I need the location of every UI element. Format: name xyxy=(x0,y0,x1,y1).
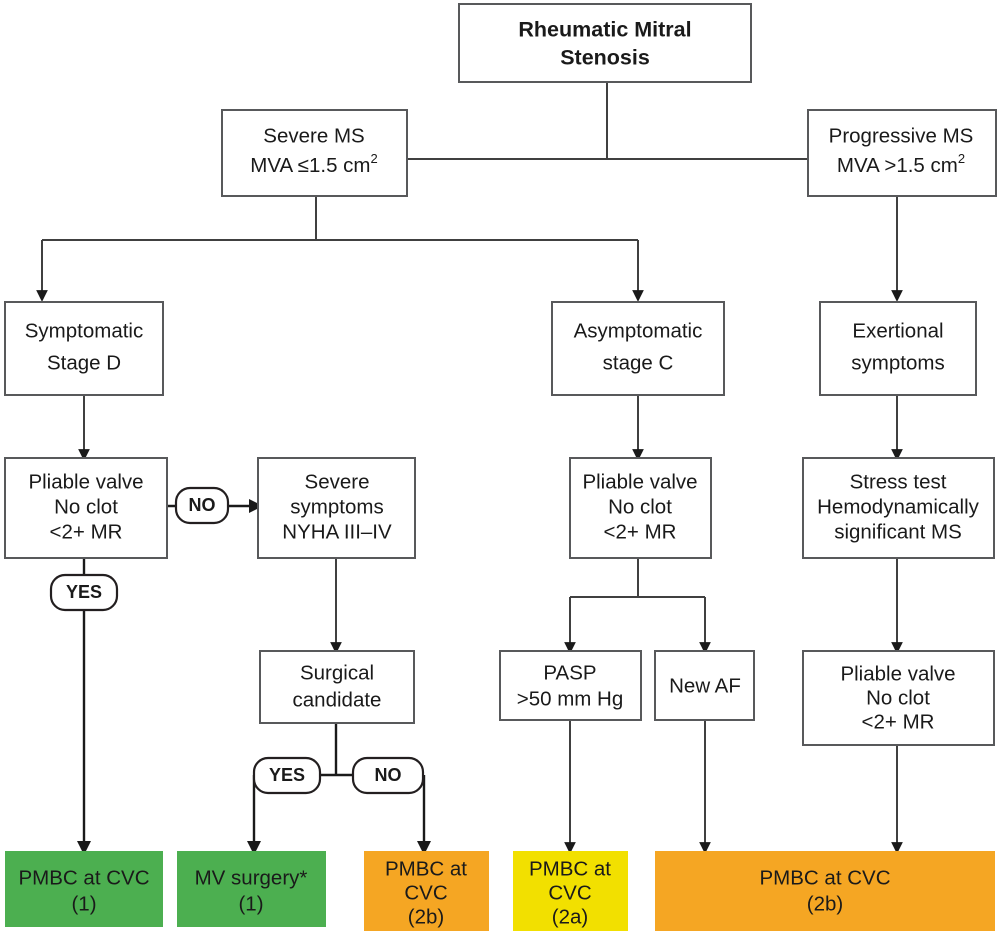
node-label: candidate xyxy=(293,688,382,711)
node-label: Stage D xyxy=(47,351,121,374)
connectors: severe symptoms --> green outcome --> xyxy=(36,82,903,855)
node-label: Symptomatic xyxy=(25,319,143,342)
node-label: symptoms xyxy=(290,495,383,518)
node-label: Severe xyxy=(305,470,370,493)
badge-label: YES xyxy=(269,765,305,785)
node-label: PASP xyxy=(543,661,596,684)
outcome-pmbc-cvc-2a[interactable]: PMBC at CVC (2a) xyxy=(513,851,628,931)
node-severe-symptoms-nyha[interactable]: Severe symptoms NYHA III–IV xyxy=(257,457,416,559)
node-label: Rheumatic Mitral xyxy=(518,18,691,42)
badge-yes-surgical[interactable]: YES xyxy=(252,756,322,795)
node-label: MVA ≤1.5 cm2 xyxy=(250,151,377,177)
outcome-label: (1) xyxy=(71,892,96,915)
node-label: >50 mm Hg xyxy=(517,687,624,710)
badge-no-surgical[interactable]: NO xyxy=(351,756,425,795)
node-label: Stress test xyxy=(850,470,947,493)
node-exertional-symptoms[interactable]: Exertional symptoms xyxy=(819,301,977,396)
node-label: Stenosis xyxy=(560,46,650,70)
node-label: <2+ MR xyxy=(862,710,935,733)
node-symptomatic-stage-d[interactable]: Symptomatic Stage D xyxy=(4,301,164,396)
node-surgical-candidate[interactable]: Surgical candidate xyxy=(259,650,415,724)
outcome-label: (1) xyxy=(238,892,263,915)
outcome-label: CVC xyxy=(404,881,447,904)
outcome-pmbc-cvc-1[interactable]: PMBC at CVC (1) xyxy=(5,851,163,927)
node-pliable-valve-left[interactable]: Pliable valve No clot <2+ MR xyxy=(4,457,168,559)
node-asymptomatic-stage-c[interactable]: Asymptomatic stage C xyxy=(551,301,725,396)
node-label: Hemodynamically xyxy=(817,495,980,518)
node-label: No clot xyxy=(866,686,930,709)
outcome-label: (2b) xyxy=(408,905,444,928)
badge-label: NO xyxy=(189,495,216,515)
node-label: <2+ MR xyxy=(604,520,677,543)
node-label: Severe MS xyxy=(263,124,364,147)
node-label: Progressive MS xyxy=(829,124,974,147)
outcome-label: (2a) xyxy=(552,905,588,928)
outcome-label: PMBC at xyxy=(385,857,467,880)
badge-yes-left[interactable]: YES xyxy=(49,573,119,612)
outcome-label: PMBC at xyxy=(529,857,611,880)
node-severe-ms[interactable]: Severe MS MVA ≤1.5 cm2 xyxy=(221,109,408,197)
node-label: Exertional xyxy=(852,319,943,342)
node-pliable-valve-right[interactable]: Pliable valve No clot <2+ MR xyxy=(802,650,995,746)
node-label: Surgical xyxy=(300,661,374,684)
node-label: NYHA III–IV xyxy=(282,520,392,543)
node-label: Pliable valve xyxy=(28,470,143,493)
node-pasp[interactable]: PASP >50 mm Hg xyxy=(499,650,642,721)
outcome-label: CVC xyxy=(548,881,591,904)
outcome-mv-surgery-1[interactable]: MV surgery* (1) xyxy=(177,851,326,927)
node-label: Pliable valve xyxy=(582,470,697,493)
node-progressive-ms[interactable]: Progressive MS MVA >1.5 cm2 xyxy=(807,109,997,197)
outcome-label: (2b) xyxy=(807,892,843,915)
node-label: <2+ MR xyxy=(50,520,123,543)
node-label: MVA >1.5 cm2 xyxy=(837,151,965,177)
outcome-pmbc-cvc-2b-left[interactable]: PMBC at CVC (2b) xyxy=(364,851,489,931)
node-label: New AF xyxy=(669,674,741,697)
badge-label: YES xyxy=(66,582,102,602)
badge-no-top[interactable]: NO xyxy=(174,486,230,525)
node-label: stage C xyxy=(603,351,674,374)
node-stress-test[interactable]: Stress test Hemodynamically significant … xyxy=(802,457,995,559)
node-label: significant MS xyxy=(834,520,962,543)
node-label: symptoms xyxy=(851,351,944,374)
node-label: Pliable valve xyxy=(840,662,955,685)
node-pliable-valve-mid[interactable]: Pliable valve No clot <2+ MR xyxy=(569,457,712,559)
outcome-label: PMBC at CVC xyxy=(760,866,891,889)
node-label: Asymptomatic xyxy=(574,319,703,342)
outcome-label: MV surgery* xyxy=(195,866,308,889)
node-rheumatic-mitral-stenosis[interactable]: Rheumatic Mitral Stenosis xyxy=(458,3,752,83)
outcome-label: PMBC at CVC xyxy=(19,866,150,889)
outcome-pmbc-cvc-2b-right[interactable]: PMBC at CVC (2b) xyxy=(655,851,995,931)
badge-label: NO xyxy=(375,765,402,785)
node-new-af[interactable]: New AF xyxy=(654,650,755,721)
node-label: No clot xyxy=(54,495,118,518)
node-label: No clot xyxy=(608,495,672,518)
